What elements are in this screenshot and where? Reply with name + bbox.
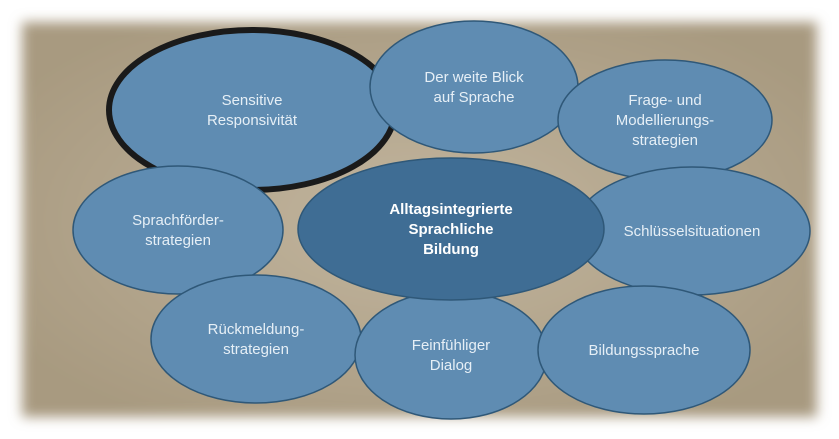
rueckmeldung-label-line: Rückmeldung- [208, 321, 305, 338]
ellipse-feinfuehlig [354, 290, 548, 420]
sensitive-label-line: Sensitive [222, 92, 283, 109]
node-blick: Der weite Blick auf Sprache [369, 20, 579, 154]
node-sprachfoerder: Sprachförder-strategien [72, 165, 284, 295]
bildungssprache-label-line: Bildungssprache [589, 342, 700, 359]
center-label-line: Sprachliche [408, 221, 493, 238]
sensitive-label-line: Responsivität [207, 112, 298, 129]
ellipse-rueckmeldung [150, 274, 362, 404]
frage-label-line: Frage- und [628, 92, 701, 109]
sprachfoerder-label-line: strategien [145, 232, 211, 249]
blick-label-line: auf Sprache [434, 89, 515, 106]
ellipse-blick [369, 20, 579, 154]
node-bildungssprache: Bildungssprache [537, 285, 751, 415]
sprachfoerder-label-line: Sprachförder- [132, 212, 224, 229]
center-label-line: Alltagsintegrierte [389, 201, 512, 218]
node-rueckmeldung: Rückmeldung-strategien [150, 274, 362, 404]
feinfuehlig-label-line: Dialog [430, 357, 473, 374]
feinfuehlig-label-line: Feinfühliger [412, 337, 490, 354]
schluessel-label-line: Schlüsselsituationen [624, 223, 761, 240]
rueckmeldung-label-line: strategien [223, 341, 289, 358]
blick-label-line: Der weite Blick [424, 69, 524, 86]
ellipse-sprachfoerder [72, 165, 284, 295]
center-ellipse [297, 157, 605, 301]
node-schluessel: Schlüsselsituationen [573, 166, 811, 296]
ellipse-bildungssprache [537, 285, 751, 415]
frage-label-line: strategien [632, 132, 698, 149]
frage-label-line: Modellierungs- [616, 112, 714, 129]
center-label-line: Bildung [423, 241, 479, 258]
